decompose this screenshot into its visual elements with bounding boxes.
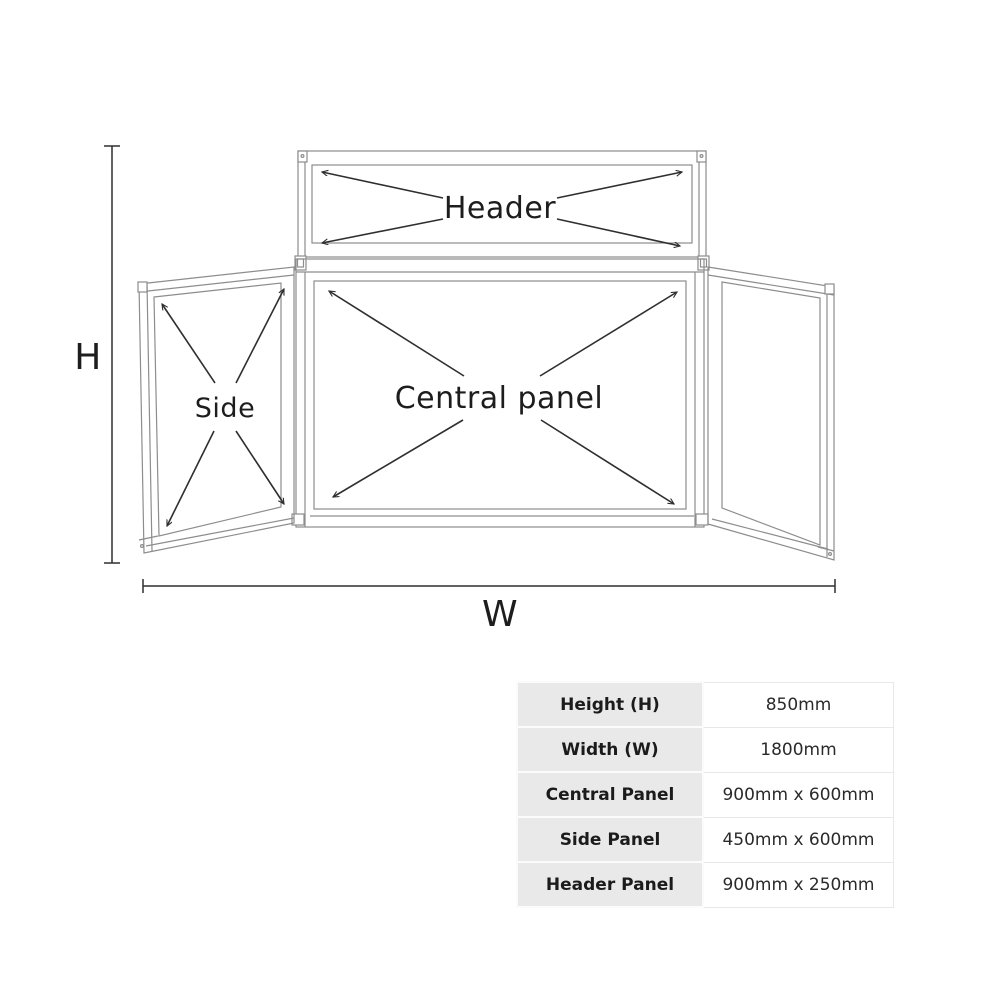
height-label: H	[74, 337, 102, 378]
height-dimension-line	[104, 145, 120, 564]
spec-label-cell: Header Panel	[516, 861, 704, 908]
table-row: Side Panel 450mm x 600mm	[516, 816, 894, 863]
table-row: Height (H) 850mm	[516, 681, 894, 728]
spec-value-cell: 900mm x 600mm	[702, 771, 894, 818]
side-panel-arrows	[162, 289, 285, 526]
table-row: Header Panel 900mm x 250mm	[516, 861, 894, 908]
left-side-panel-frame	[137, 266, 295, 554]
width-dimension-line	[142, 579, 836, 593]
spec-table: Height (H) 850mm Width (W) 1800mm Centra…	[516, 681, 894, 908]
spec-value-cell: 1800mm	[702, 726, 894, 773]
central-panel-arrows	[329, 290, 677, 505]
spec-label-cell: Height (H)	[516, 681, 704, 728]
spec-label-cell: Central Panel	[516, 771, 704, 818]
central-panel-frame	[291, 258, 709, 528]
header-panel-label: Header	[444, 191, 556, 226]
header-panel-frame	[297, 150, 707, 258]
spec-label-cell: Side Panel	[516, 816, 704, 863]
width-label: W	[482, 594, 518, 635]
central-panel-label: Central panel	[395, 381, 604, 416]
side-panel-label: Side	[195, 393, 255, 424]
header-hinge-clips	[294, 255, 710, 271]
spec-value-cell: 900mm x 250mm	[702, 861, 894, 908]
header-panel-arrows	[322, 172, 682, 246]
right-side-panel-frame	[707, 266, 835, 561]
spec-value-cell: 450mm x 600mm	[702, 816, 894, 863]
table-row: Width (W) 1800mm	[516, 726, 894, 773]
spec-value-cell: 850mm	[702, 681, 894, 728]
spec-label-cell: Width (W)	[516, 726, 704, 773]
table-row: Central Panel 900mm x 600mm	[516, 771, 894, 818]
